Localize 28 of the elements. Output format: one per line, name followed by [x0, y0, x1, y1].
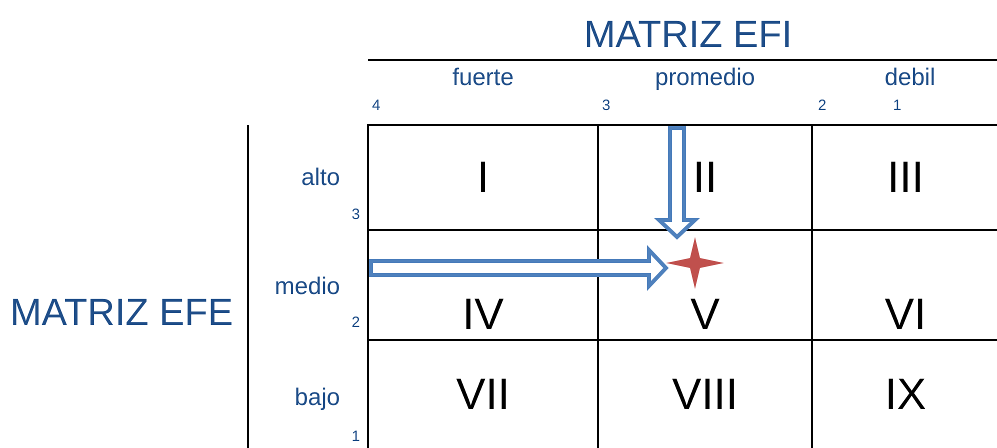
quadrant-numeral: II [692, 156, 718, 200]
quadrant-numeral: III [887, 156, 924, 200]
star-marker [666, 237, 724, 289]
row-header: alto [301, 166, 340, 190]
quadrant-numeral: VIII [672, 373, 738, 417]
scale-number: 1 [893, 98, 902, 113]
axis-title: MATRIZ EFE [10, 294, 234, 332]
quadrant-numeral: VII [456, 373, 510, 417]
scale-number: 2 [352, 315, 360, 330]
quadrant-numeral: I [476, 156, 490, 200]
column-header: promedio [654, 66, 756, 90]
matrix-cell [367, 124, 599, 231]
quadrant-numeral: IV [462, 293, 504, 337]
axis-title: MATRIZ EFI [584, 16, 792, 54]
quadrant-numeral: VI [884, 293, 926, 337]
scale-number: 1 [352, 429, 360, 444]
block-arrow [654, 126, 700, 240]
column-header: fuerte [452, 66, 514, 90]
scale-number: 3 [602, 98, 610, 113]
row-header: medio [274, 275, 340, 299]
scale-number: 3 [352, 207, 360, 222]
scale-number: 4 [372, 98, 380, 113]
row-header: bajo [294, 386, 340, 410]
quadrant-numeral: IX [884, 373, 926, 417]
block-arrow [369, 244, 669, 292]
scale-number: 2 [818, 98, 826, 113]
column-header: debil [884, 66, 936, 90]
quadrant-numeral: V [690, 293, 720, 337]
